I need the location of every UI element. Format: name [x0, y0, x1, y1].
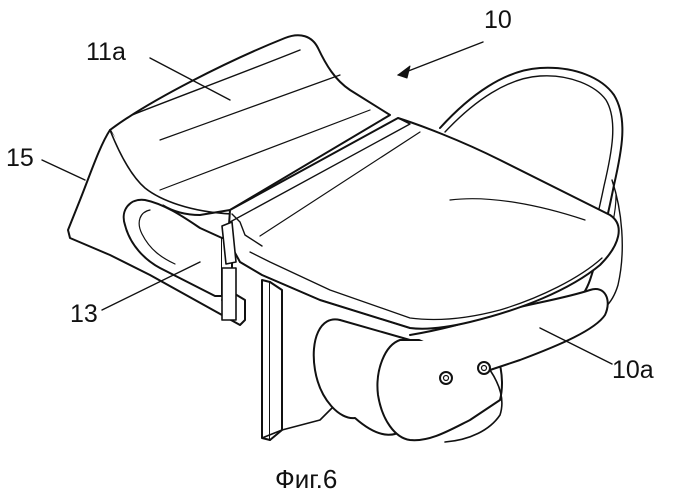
leader-15	[42, 160, 85, 180]
label-assembly: 10	[484, 8, 512, 33]
front-plate	[262, 280, 270, 440]
label-body-part: 10a	[612, 358, 654, 383]
leader-10	[398, 42, 483, 75]
hinge-2	[222, 268, 236, 320]
figure-caption: Фиг.6	[275, 466, 337, 492]
hole-right	[478, 362, 490, 374]
arrow-10	[398, 66, 410, 78]
label-side-wall: 15	[6, 146, 34, 171]
front-plate-side	[270, 282, 282, 440]
label-opening: 13	[70, 302, 98, 327]
label-upper-part: 11a	[86, 40, 126, 65]
hole-left	[440, 372, 452, 384]
